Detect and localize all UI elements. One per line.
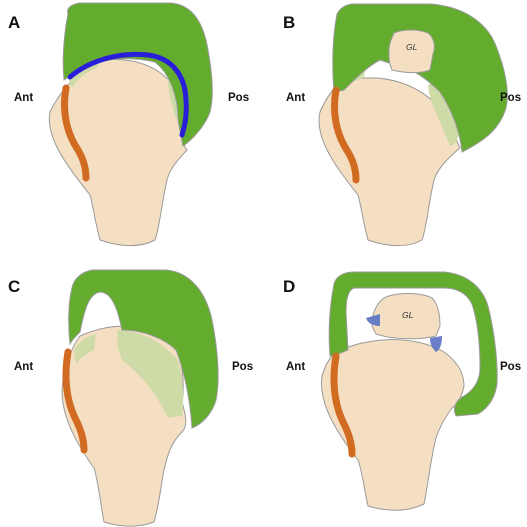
ant-label-a: Ant [14,92,33,104]
pos-label-b: Pos [500,92,521,104]
panel-letter-a: A [8,13,20,32]
green-capsule-b [332,3,508,153]
pos-label-d: Pos [500,361,521,373]
blue-labrum-stub-right-d [430,336,442,352]
panel-b: GL B Ant Pos [283,3,521,247]
green-capsule-d [328,271,498,417]
humeral-head-d [320,339,465,511]
blue-labrum-line-a [67,51,189,138]
panel-letter-d: D [283,277,295,296]
light-green-area-b [428,80,460,146]
pos-label-a: Pos [228,92,249,104]
pos-label-c: Pos [232,361,253,373]
ant-label-c: Ant [14,361,33,373]
gl-label-d: GL [402,310,414,320]
panel-letter-c: C [8,277,20,296]
ant-label-b: Ant [286,92,305,104]
ant-label-d: Ant [286,361,305,373]
humeral-head-a [48,58,188,247]
light-green-rim-c [74,334,96,364]
panel-a: A Ant Pos [8,2,249,247]
panel-d: GL D Ant Pos [283,271,521,511]
light-green-area-c [117,330,184,418]
orange-ligament-d [330,352,356,458]
orange-ligament-c [62,348,88,454]
panel-letter-b: B [283,13,295,32]
glenoid-b [388,29,435,74]
blue-labrum-stub-left-d [366,314,380,326]
green-capsule-c [68,269,219,429]
panel-c: C Ant Pos [8,269,253,527]
orange-ligament-b [331,86,360,184]
orange-ligament-a [61,84,90,182]
gl-label-b: GL [406,42,418,52]
